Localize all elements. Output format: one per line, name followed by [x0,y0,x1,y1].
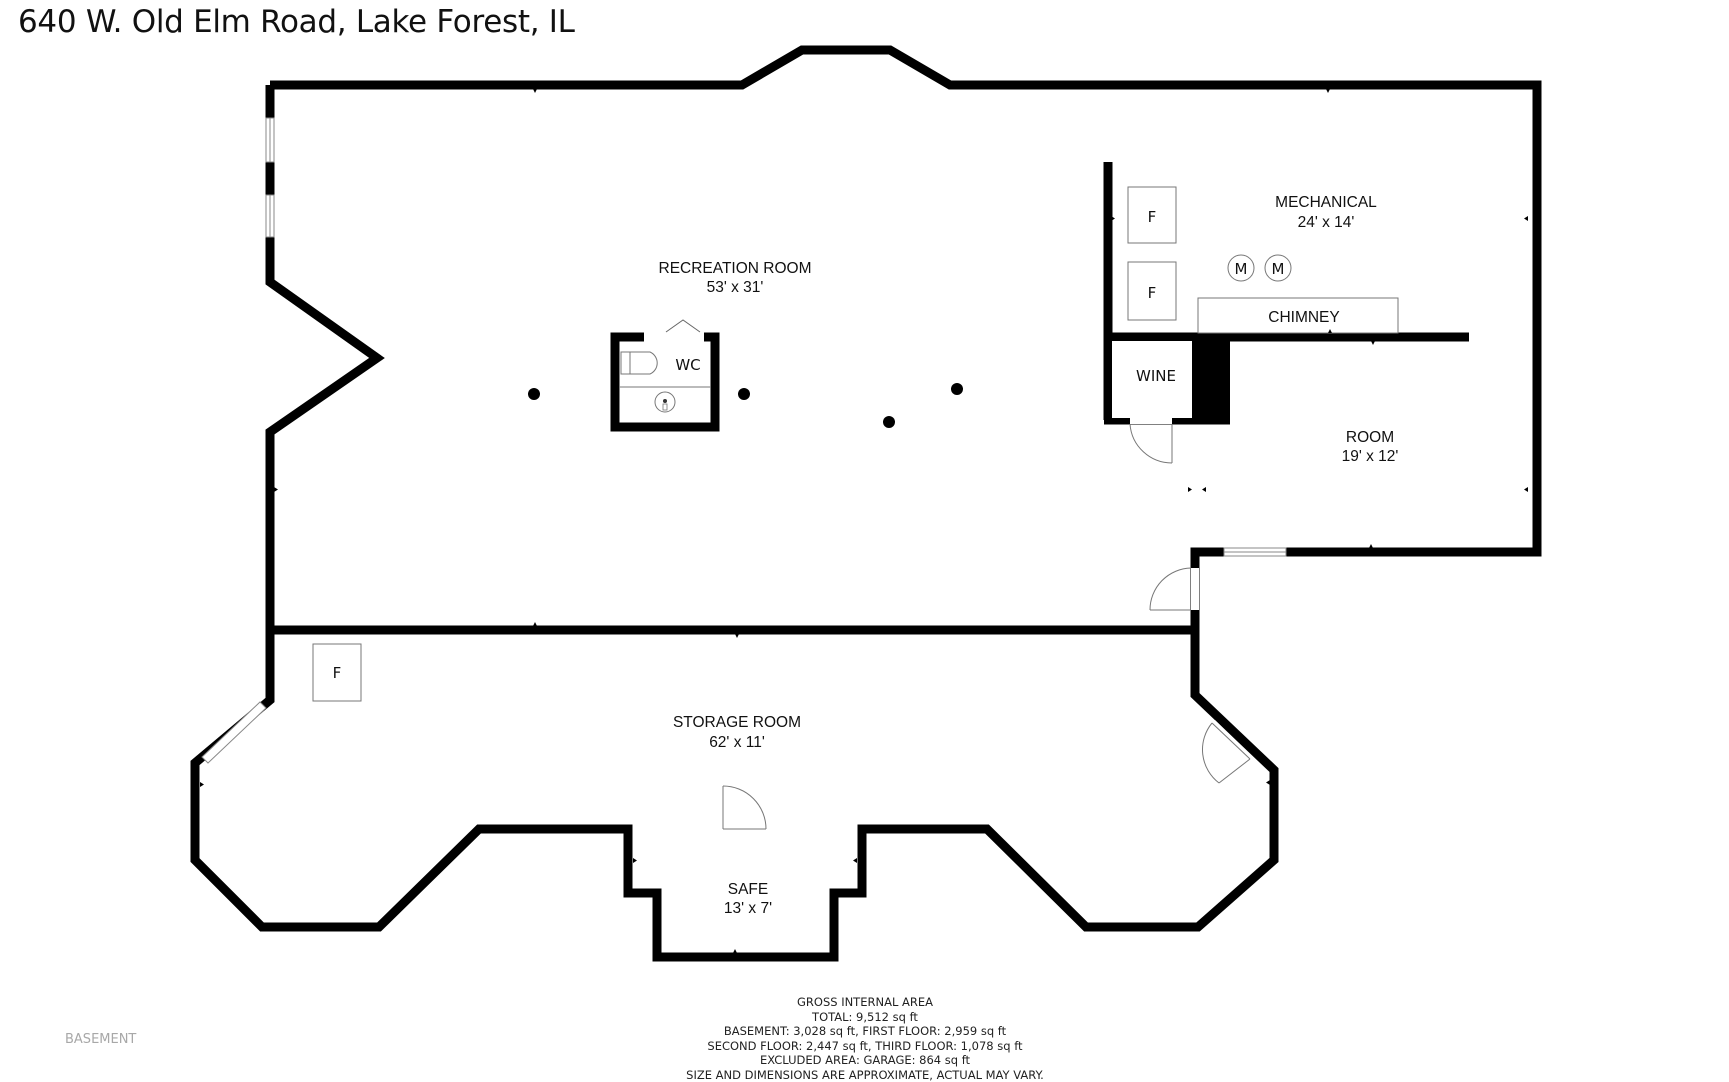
gross-area-summary: GROSS INTERNAL AREA TOTAL: 9,512 sq ft B… [590,995,1140,1082]
windows [202,118,1286,763]
column [883,416,895,428]
room-size-room: 19' x 12' [1342,448,1399,465]
room-name-wc: WC [675,356,700,374]
wine-door [1130,416,1172,463]
structural-columns [528,383,963,428]
svg-text:M: M [1272,260,1285,278]
svg-text:M: M [1235,260,1248,278]
area-total: TOTAL: 9,512 sq ft [590,1010,1140,1025]
area-excluded: EXCLUDED AREA: GARAGE: 864 sq ft [590,1053,1140,1068]
svg-text:F: F [1148,284,1157,302]
room-name-safe: SAFE [728,881,768,898]
room-door [1150,568,1199,610]
exterior-walls [195,50,1537,957]
chimney-mass [1192,337,1230,424]
svg-text:F: F [1148,208,1157,226]
svg-text:F: F [333,664,342,682]
room-name-room: ROOM [1346,429,1394,446]
area-line-1: BASEMENT: 3,028 sq ft, FIRST FLOOR: 2,95… [590,1024,1140,1039]
area-line-2: SECOND FLOOR: 2,447 sq ft, THIRD FLOOR: … [590,1039,1140,1054]
room-size-storage: 62' x 11' [709,734,765,751]
room-name-recreation: RECREATION ROOM [659,260,812,277]
column [951,383,963,395]
room-name-mechanical: MECHANICAL [1275,194,1377,211]
column [738,388,750,400]
meters: M M [1228,255,1291,281]
area-heading: GROSS INTERNAL AREA [590,995,1140,1010]
safe-door [723,786,766,833]
room-size-mechanical: 24' x 14' [1298,214,1355,231]
room-name-chimney: CHIMNEY [1268,309,1339,326]
floor-level-label: BASEMENT [65,1032,136,1047]
room-size-recreation: 53' x 31' [707,279,764,296]
room-name-wine: WINE [1136,367,1176,385]
room-name-storage: STORAGE ROOM [673,714,801,731]
window-storage-nw [202,702,266,763]
column [528,388,540,400]
room-size-safe: 13' x 7' [724,900,772,917]
